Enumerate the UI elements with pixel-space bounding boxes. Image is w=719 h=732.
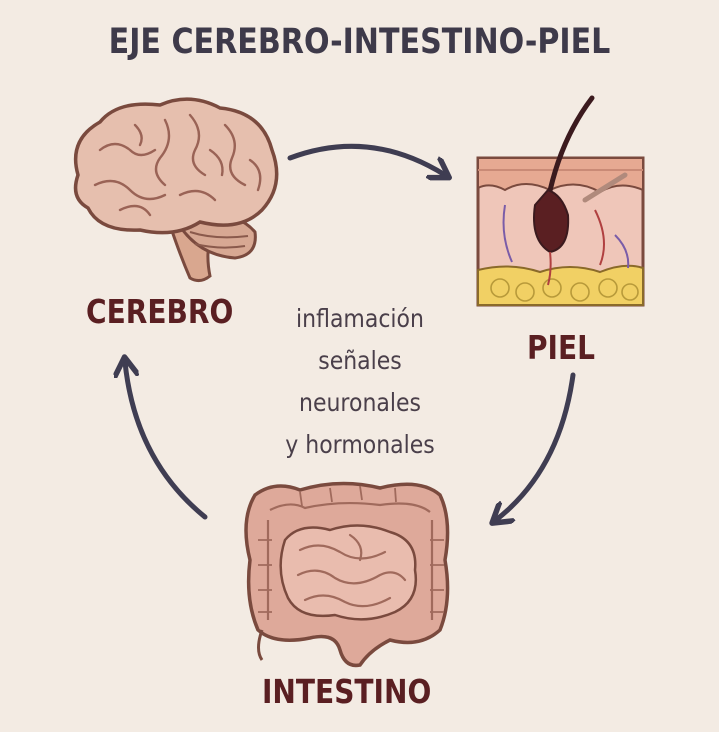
- brain-icon: [73, 97, 279, 283]
- arrow-skin-to-gut: [496, 372, 576, 520]
- center-line-4: y hormonales: [285, 430, 435, 459]
- center-line-1: inflamación: [296, 304, 424, 333]
- center-line-2: señales: [318, 346, 402, 375]
- node-label-skin: PIEL: [527, 328, 596, 367]
- arrow-brain-to-skin: [287, 143, 445, 175]
- arrow-gut-to-brain: [125, 362, 208, 520]
- center-description: inflamación señales neuronales y hormona…: [250, 298, 470, 466]
- diagram-title: EJE CEREBRO-INTESTINO-PIEL: [108, 22, 611, 62]
- intestine-icon: [244, 481, 450, 668]
- skin-layers-icon: [476, 95, 645, 307]
- center-line-3: neuronales: [299, 388, 421, 417]
- node-label-gut: INTESTINO: [262, 672, 432, 711]
- node-label-brain: CEREBRO: [86, 292, 234, 331]
